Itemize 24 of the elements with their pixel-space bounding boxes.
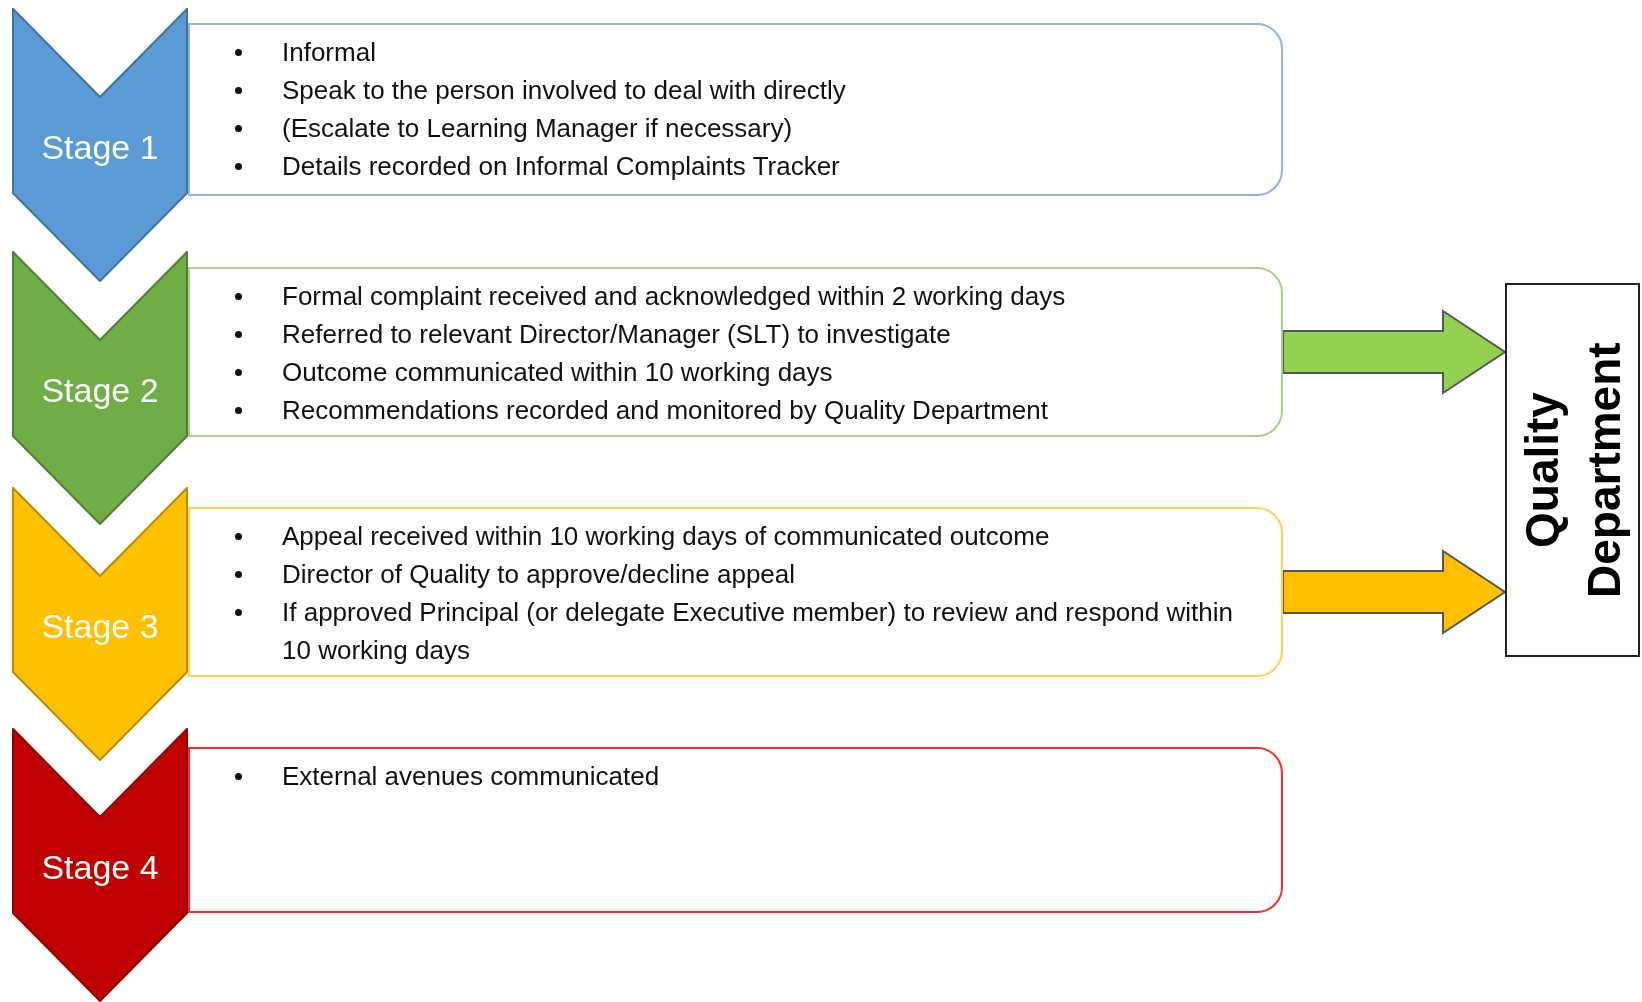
block-arrow bbox=[1282, 549, 1507, 635]
stage-label: Stage 1 bbox=[40, 128, 160, 167]
text-box bbox=[188, 23, 1283, 196]
department-label: Quality Department bbox=[1514, 341, 1631, 600]
bullet-text: (Escalate to Learning Manager if necessary) bbox=[282, 112, 793, 145]
bullet-text: Informal bbox=[282, 36, 376, 69]
block-arrow bbox=[1282, 309, 1507, 395]
bullet-text: External avenues communicated bbox=[282, 760, 660, 793]
bullet-text: Appeal received within 10 working days of communicated outcome bbox=[282, 520, 1050, 553]
bullet-text: Formal complaint received and acknowledged within 2 working days bbox=[282, 280, 1066, 313]
bullet-text: Outcome communicated within 10 working days bbox=[282, 356, 833, 389]
bullet-text: Speak to the person involved to deal with directly bbox=[282, 74, 846, 107]
department-box bbox=[1505, 283, 1640, 657]
text-box bbox=[188, 267, 1283, 437]
bullet-text: Referred to relevant Director/Manager (SLT) to investigate bbox=[282, 318, 951, 351]
bullet-text: Director of Quality to approve/decline appeal bbox=[282, 558, 796, 591]
stage-label: Stage 2 bbox=[40, 371, 160, 410]
bullet-text: Recommendations recorded and monitored by Quality Department bbox=[282, 394, 1048, 427]
text-box bbox=[188, 507, 1283, 677]
bullet-text: Details recorded on Informal Complaints Tracker bbox=[282, 150, 840, 183]
text-box bbox=[188, 747, 1283, 913]
stage-label: Stage 4 bbox=[40, 848, 160, 887]
bullet-text: If approved Principal (or delegate Executive member) to review and respond within 10 working days bbox=[282, 596, 1234, 667]
stage-label: Stage 3 bbox=[40, 607, 160, 646]
